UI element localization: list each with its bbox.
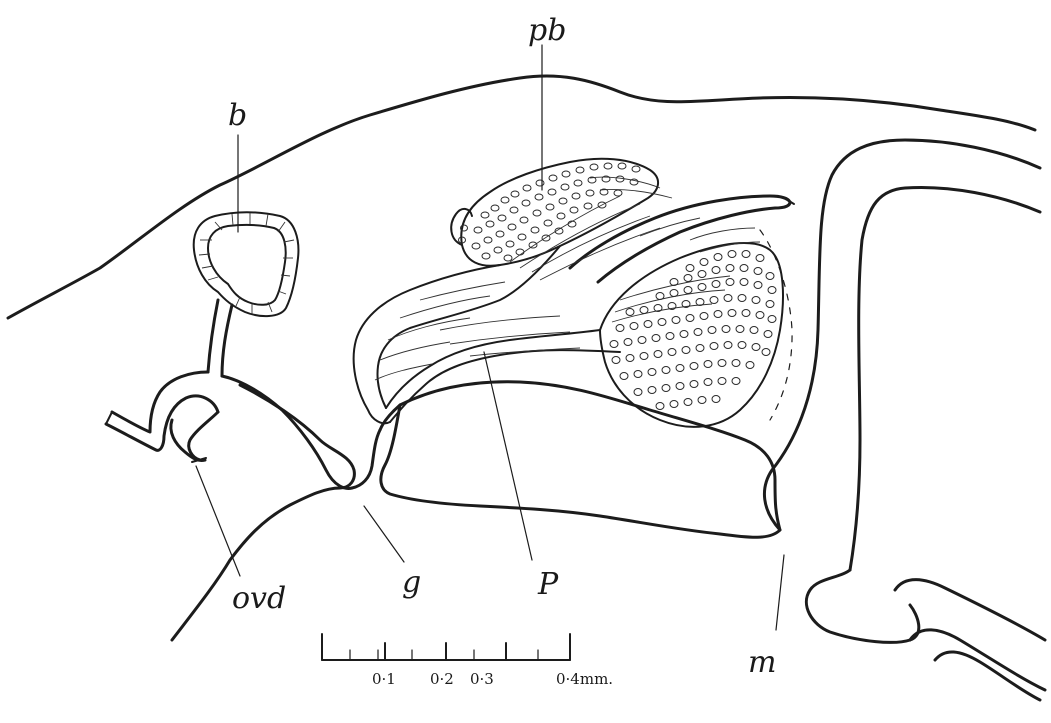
oviduct-end-left — [106, 412, 112, 424]
label-ovd: ovd — [232, 581, 286, 616]
genital-opening-left — [352, 430, 380, 488]
label-p: P — [537, 567, 559, 602]
penis-outer-lower — [390, 350, 620, 422]
label-pb: pb — [528, 13, 566, 48]
right-wall-inner — [850, 187, 1040, 570]
scale-label-0-3: 0·3 — [470, 670, 494, 688]
scale-bar: 0·1 0·2 0·3 0·4mm. — [322, 634, 613, 688]
seminal-duct-lower — [598, 202, 790, 282]
leader-m — [776, 555, 784, 630]
penis-outer-upper — [354, 265, 500, 423]
bottom-right-lobe — [806, 570, 918, 642]
oviduct-inner-loop — [189, 412, 218, 460]
prostate-lower — [600, 243, 783, 427]
oviduct-upper-wall — [112, 372, 208, 432]
oviduct-tip — [171, 420, 205, 461]
scale-label-0-2: 0·2 — [430, 670, 454, 688]
bursa-duct-right — [222, 305, 232, 376]
bursa-wall-segments — [199, 213, 294, 314]
label-b: b — [228, 98, 247, 133]
oviduct-lower-wall — [106, 396, 218, 450]
prostate-lower-cells — [610, 251, 776, 410]
label-m: m — [748, 645, 776, 680]
scale-label-0-4: 0·4mm. — [556, 670, 613, 688]
prostate-bulb-upper — [461, 159, 658, 266]
oviduct-loop — [222, 376, 352, 488]
leader-g — [364, 506, 404, 562]
bottom-right-tube-end — [935, 652, 1040, 700]
scale-label-0-1: 0·1 — [372, 670, 396, 688]
atrium-wall — [381, 382, 780, 538]
label-g: g — [402, 565, 421, 600]
leader-ovd — [196, 466, 240, 576]
muscle-dashed-edge — [760, 230, 792, 420]
bursa-duct-left — [208, 300, 218, 372]
